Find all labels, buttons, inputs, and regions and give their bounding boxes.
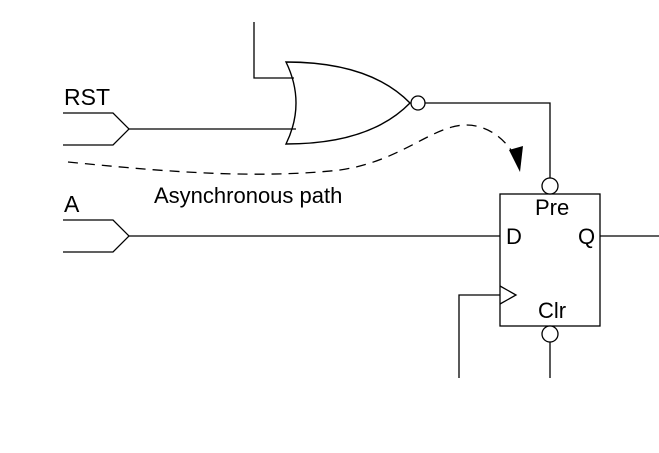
asynchronous-path-arrow [67,124,516,175]
clr-inversion-bubble [541,325,559,343]
q-label: Q [578,224,595,249]
nor-output-wire [425,102,551,178]
pre-label: Pre [535,195,569,220]
nor-top-input-wire [253,22,294,79]
arrowhead-icon [509,146,523,172]
a-input-port [63,219,130,253]
clr-label: Clr [538,298,566,323]
rst-input-port [63,112,130,146]
d-label: D [506,224,522,249]
nor-gate [284,61,411,145]
rst-label: RST [64,84,110,110]
clock-wire [458,294,500,378]
pre-inversion-bubble [541,177,559,195]
nor-inversion-bubble [410,95,426,111]
asynchronous-path-label: Asynchronous path [154,183,342,208]
clock-triangle-icon [499,285,518,305]
a-label: A [64,191,80,217]
